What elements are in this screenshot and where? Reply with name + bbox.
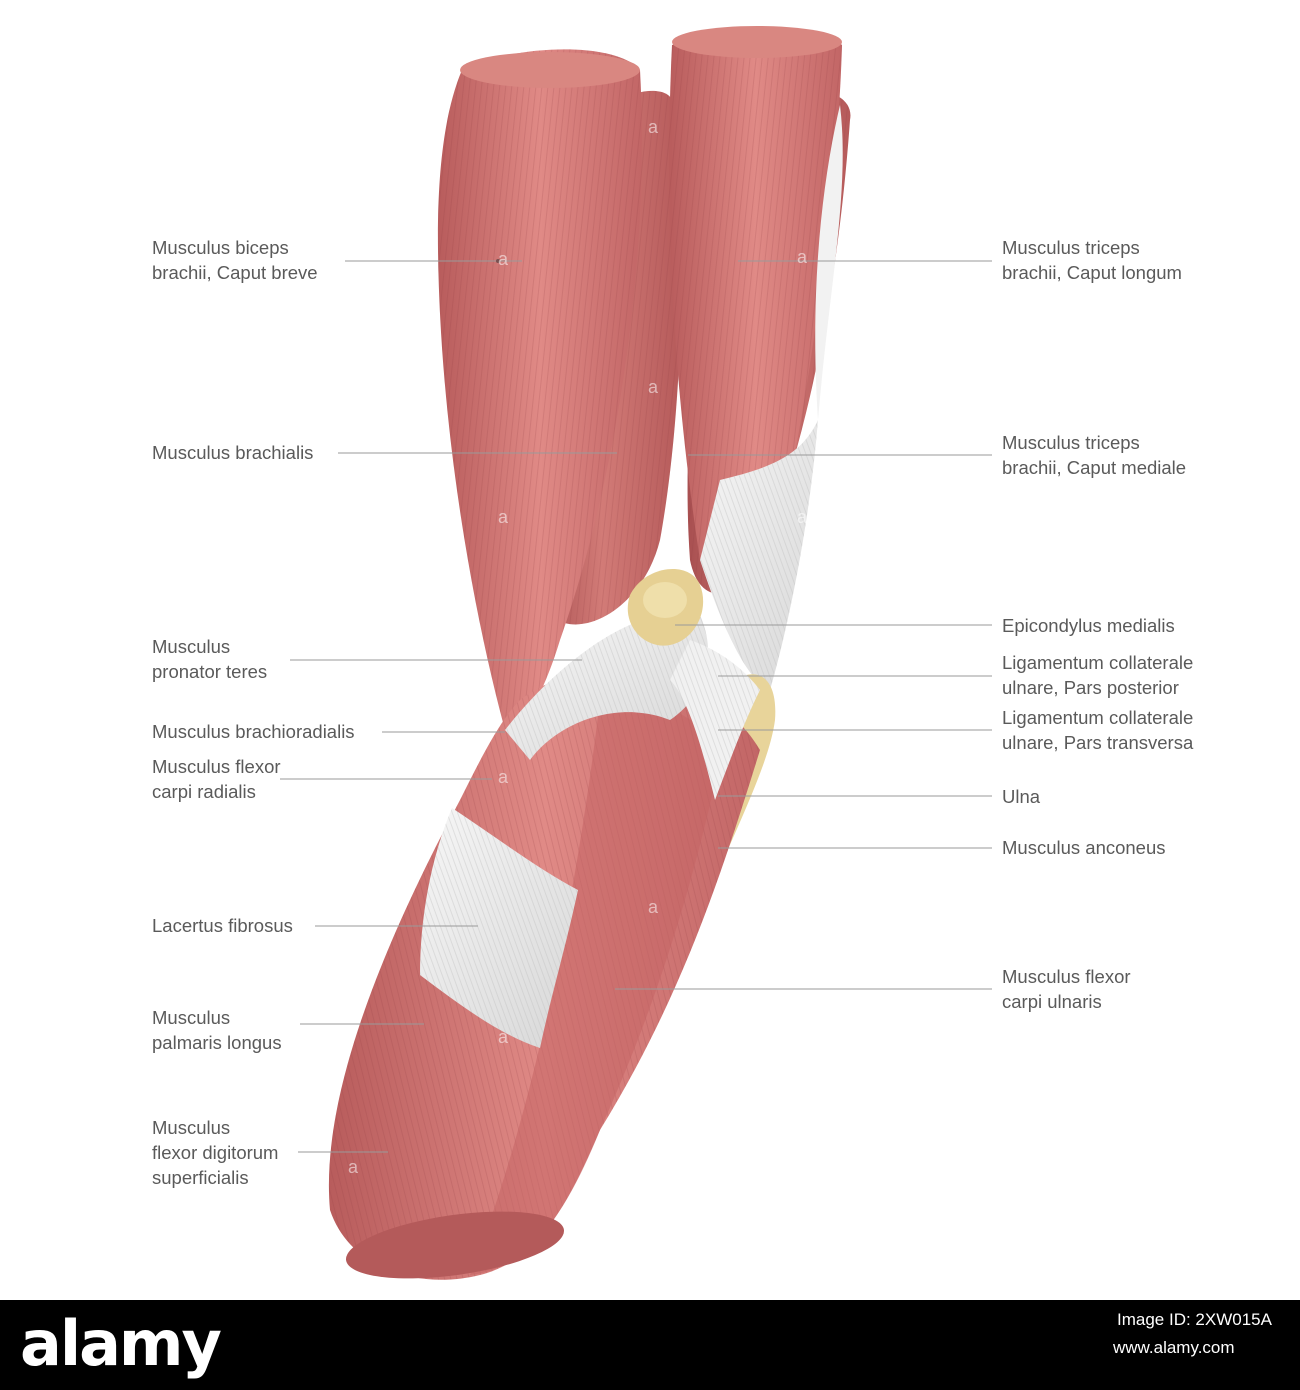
watermark-mark: a [648,117,659,137]
watermark-mark: a [648,897,659,917]
leader-lines-right [615,260,992,990]
label-line: flexor digitorum [152,1142,279,1163]
watermark-mark: a [797,507,808,527]
elbow-muscle-illustration: a a a a a a a a a a [280,26,992,1280]
label-line: Ligamentum collaterale [1002,707,1194,728]
label-triceps-caput-longum: Musculus triceps brachii, Caput longum [1002,235,1182,285]
watermark-mark: a [648,377,659,397]
label-line: carpi ulnaris [1002,991,1102,1012]
epicondylus-medialis-bone [627,568,704,646]
label-biceps-caput-breve: Musculus biceps brachii, Caput breve [152,235,318,285]
collateral-ligament [670,640,760,800]
diagram-canvas: a a a a a a a a a a Musculus biceps brac… [152,26,1194,1280]
label-line: Musculus [152,1007,231,1028]
triceps-caput-longum-muscle [669,26,842,576]
label-palmaris-longus: Musculus palmaris longus [152,1005,282,1055]
label-line: brachii, Caput mediale [1002,457,1187,478]
image-id-text: Image ID: 2XW015A [1117,1310,1272,1329]
label-brachioradialis: Musculus brachioradialis [152,719,355,744]
label-pronator-teres: Musculus pronator teres [152,634,267,684]
label-line: ulnare, Pars transversa [1002,732,1194,753]
label-line: brachii, Caput breve [152,262,318,283]
label-ulna: Ulna [1002,784,1040,809]
label-brachialis: Musculus brachialis [152,440,313,465]
label-flexor-carpi-ulnaris: Musculus flexor carpi ulnaris [1002,964,1131,1014]
label-line: Musculus triceps [1002,432,1140,453]
label-ligamentum-pars-transversa: Ligamentum collaterale ulnare, Pars tran… [1002,705,1193,755]
leader-dot-biceps [496,259,500,263]
watermark-mark: a [498,767,509,787]
watermark-mark: a [797,247,808,267]
leader-lines-left [280,259,617,1153]
label-line: Lacertus fibrosus [152,915,293,936]
label-line: Musculus brachialis [152,442,314,463]
label-ligamentum-pars-posterior: Ligamentum collaterale ulnare, Pars post… [1002,650,1193,700]
label-line: pronator teres [152,661,268,682]
label-lacertus-fibrosus: Lacertus fibrosus [152,913,293,938]
label-line: Musculus biceps [152,237,289,258]
watermark-mark: a [498,1027,509,1047]
biceps-caput-breve-muscle [437,49,642,732]
label-line: palmaris longus [152,1032,282,1053]
watermark-mark: a [498,507,509,527]
stock-footer-bar: alamy Image ID: 2XW015A www.alamy.com [0,1300,1300,1390]
label-line: Musculus [152,1117,231,1138]
common-flexor-tendon [505,612,709,760]
label-line: ulnare, Pars posterior [1002,677,1179,698]
label-epicondylus-medialis: Epicondylus medialis [1002,613,1175,638]
lacertus-fibrosus [420,808,578,1048]
watermark-mark: a [498,249,509,269]
watermark-marks: a a a a a a a a a a [348,117,808,1177]
label-line: Musculus anconeus [1002,837,1166,858]
alamy-logo[interactable]: alamy [20,1307,222,1380]
triceps-tendon [700,105,843,690]
label-line: Ligamentum collaterale [1002,652,1194,673]
label-line: superficialis [152,1167,249,1188]
label-line: Musculus triceps [1002,237,1140,258]
label-flexor-digitorum-superficialis: Musculus flexor digitorum superficialis [152,1115,278,1190]
label-triceps-caput-mediale: Musculus triceps brachii, Caput mediale [1002,430,1186,480]
label-line: carpi radialis [152,781,256,802]
label-line: Ulna [1002,786,1041,807]
label-flexor-carpi-radialis: Musculus flexor carpi radialis [152,754,281,804]
label-line: Epicondylus medialis [1002,615,1175,636]
watermark-mark: a [348,1157,359,1177]
site-url-link[interactable]: www.alamy.com [1113,1338,1235,1357]
label-line: Musculus [152,636,231,657]
label-line: Musculus flexor [152,756,281,777]
label-line: Musculus brachioradialis [152,721,355,742]
label-anconeus: Musculus anconeus [1002,835,1166,860]
label-line: Musculus flexor [1002,966,1131,987]
label-line: brachii, Caput longum [1002,262,1182,283]
